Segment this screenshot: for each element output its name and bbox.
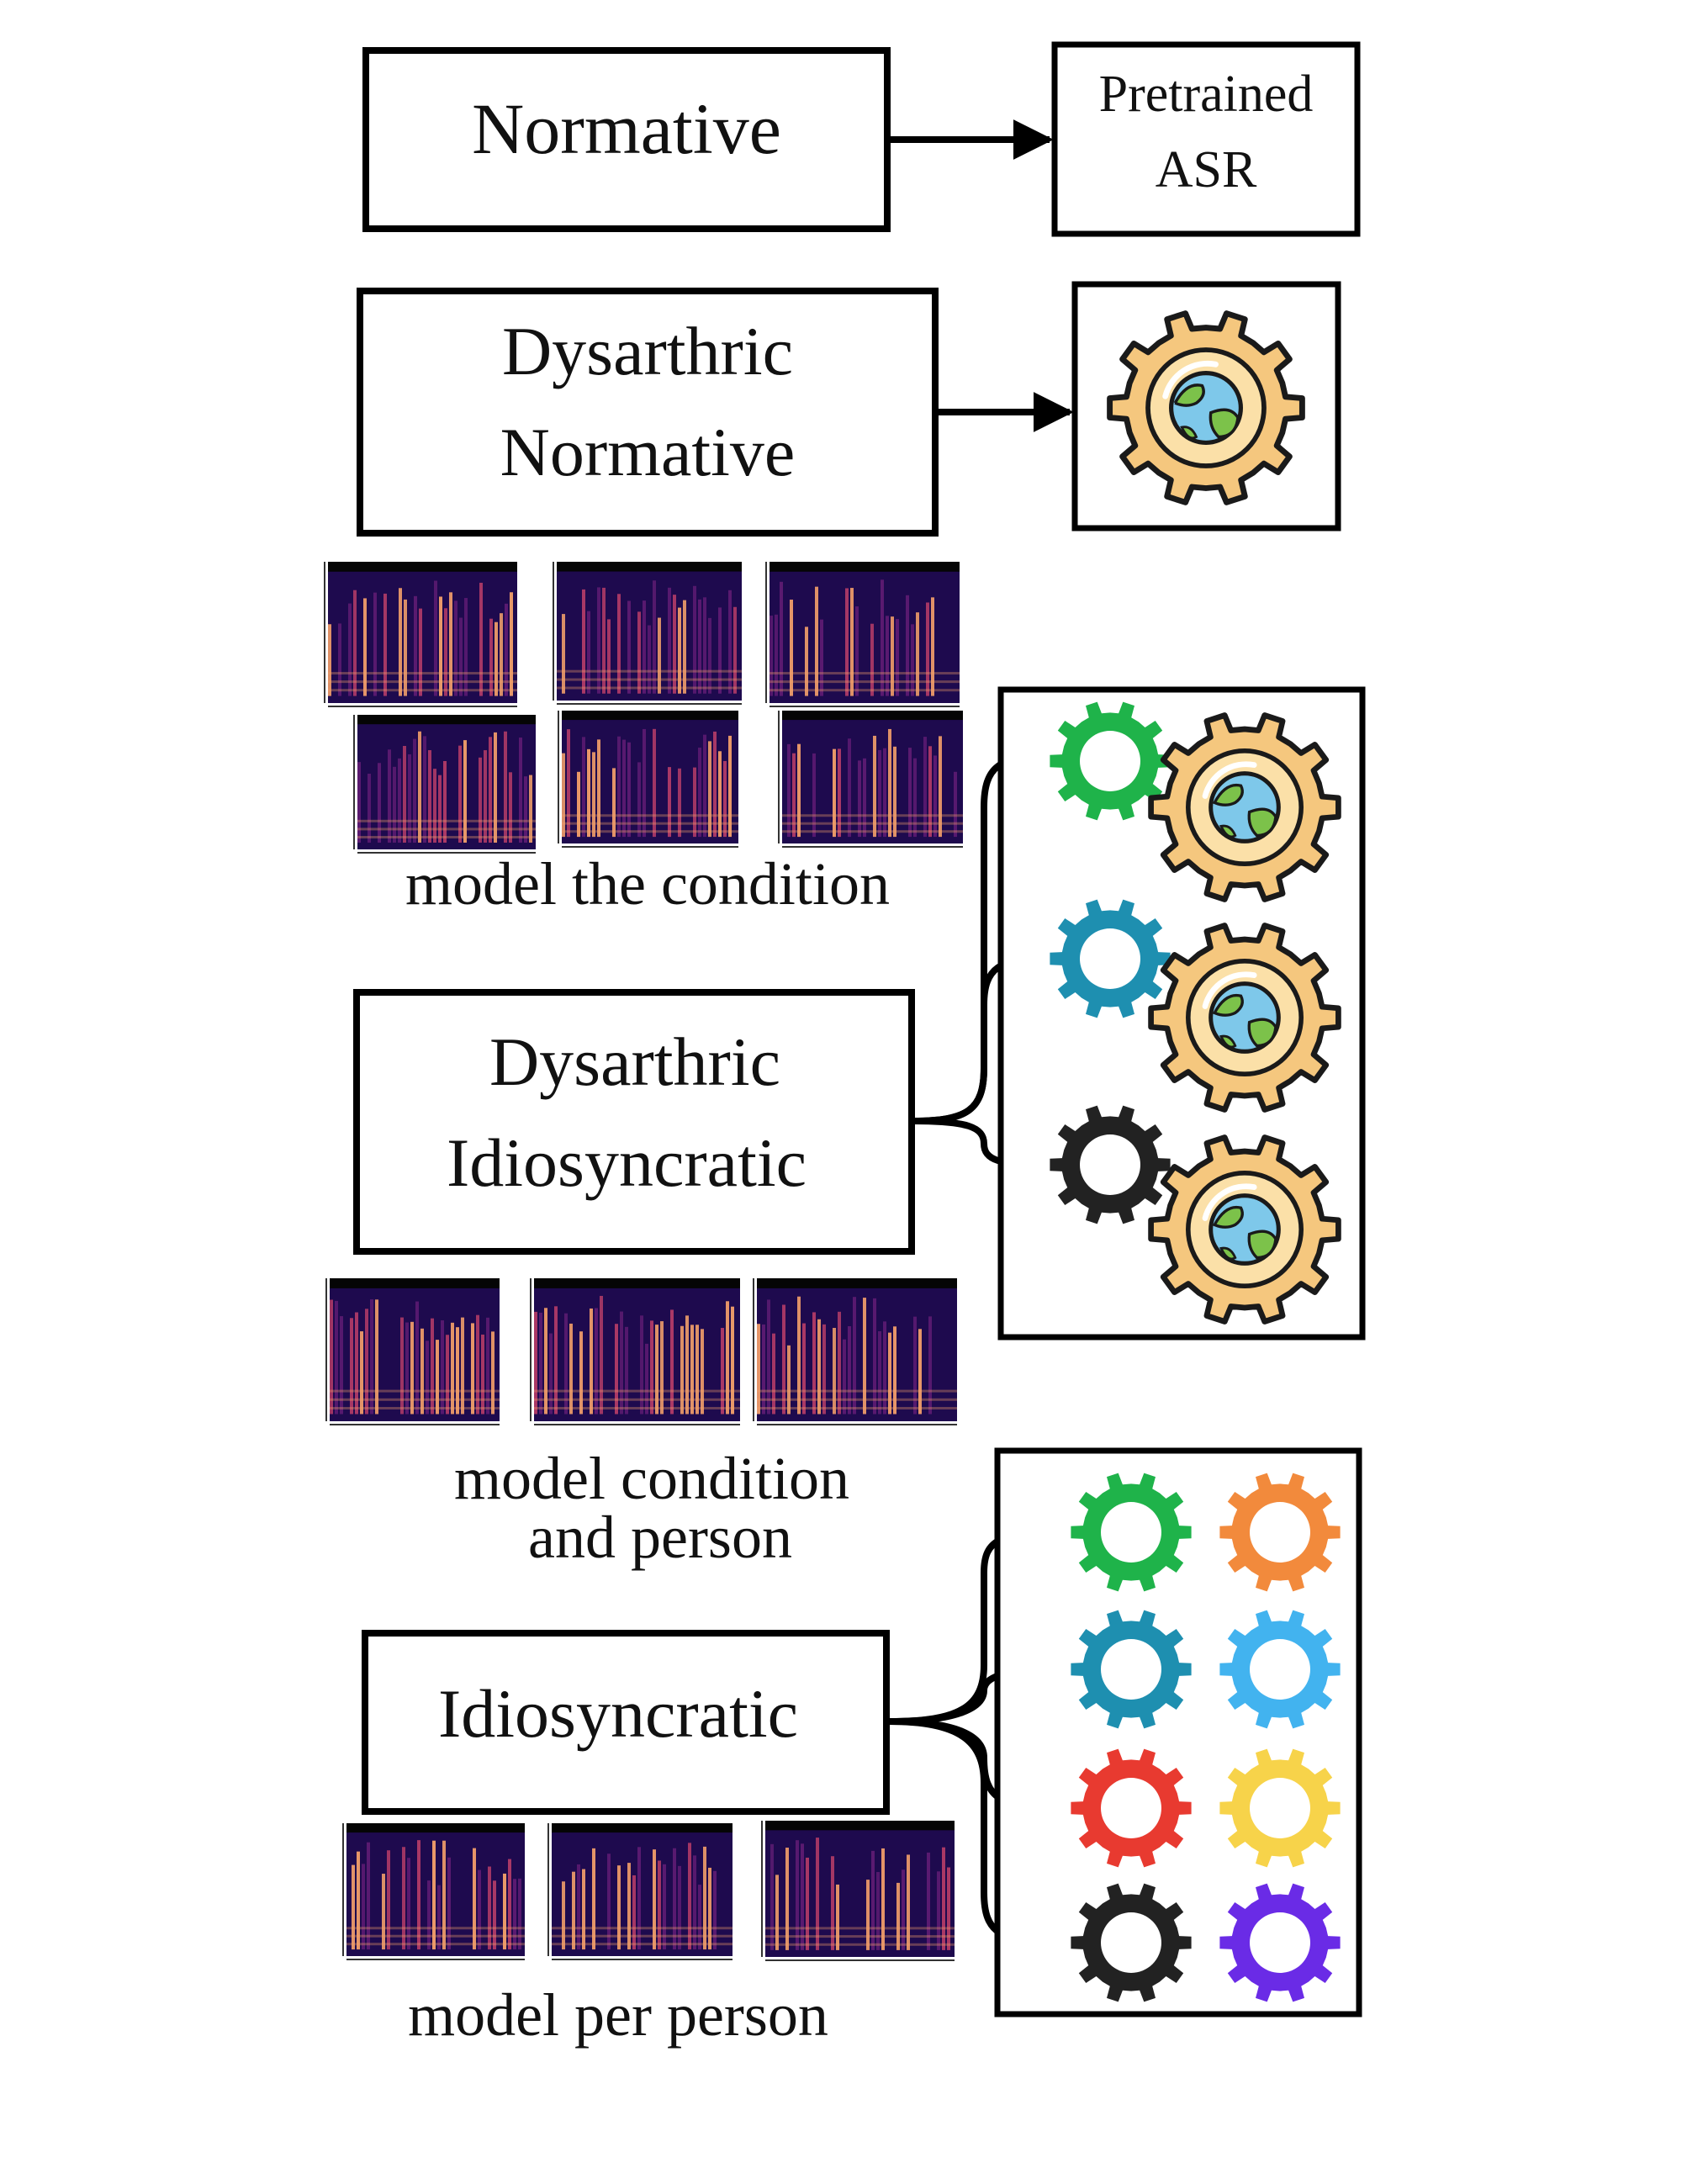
spectrogram-thumbnail <box>325 1278 500 1425</box>
globe-gear-icon <box>1107 310 1305 505</box>
caption-model-per-person: model per person <box>408 1981 828 2049</box>
idiosyncratic-box: Idiosyncratic <box>362 1630 890 1815</box>
gear-icon <box>1219 1883 1341 2002</box>
gear-icon <box>1219 1748 1341 1868</box>
globe-gear-box <box>1071 281 1341 531</box>
spectrogram-group-per-person <box>342 1821 955 1961</box>
pretrained-asr-box: Pretrained ASR <box>1051 41 1361 237</box>
globe-gear-icon <box>1148 923 1341 1113</box>
dysarthric-idiosyncratic-box: Dysarthric Idiosyncratic <box>353 989 915 1255</box>
spectrogram-thumbnail <box>530 1278 740 1425</box>
gears-panel-middle <box>997 686 1366 1341</box>
idiosyncratic-label: Idiosyncratic <box>447 1124 807 1201</box>
gear-icon <box>1050 1105 1171 1224</box>
caption-and-person: and person <box>528 1504 792 1571</box>
dysarthric-normative-box: Dysarthric Normative <box>357 288 939 537</box>
normative-label: Normative <box>472 88 781 169</box>
normative-box: Normative <box>362 47 891 232</box>
idiosyncratic-label: Idiosyncratic <box>438 1675 798 1752</box>
normative-label: Normative <box>500 414 796 490</box>
caption-model-the-condition: model the condition <box>405 850 890 917</box>
spectrogram-thumbnail <box>558 711 738 848</box>
spectrogram-thumbnail <box>761 1821 955 1961</box>
asr-label: ASR <box>1156 141 1257 198</box>
pretrained-label: Pretrained <box>1099 66 1314 123</box>
spectrogram-thumbnail <box>547 1823 733 1960</box>
bottom-gear-grid <box>1071 1473 1341 2002</box>
spectrogram-group-condition <box>324 562 963 854</box>
globe-gear-icon <box>1148 1134 1341 1325</box>
spectrogram-group-condition-person <box>325 1278 957 1425</box>
caption-model-condition: model condition <box>454 1445 849 1512</box>
globe-gear-icon <box>1148 712 1341 902</box>
gear-icon <box>1071 1610 1192 1729</box>
gear-icon <box>1071 1748 1192 1868</box>
spectrogram-thumbnail <box>353 715 536 854</box>
dysarthric-label: Dysarthric <box>502 313 793 389</box>
spectrogram-thumbnail <box>753 1278 957 1425</box>
spectrogram-thumbnail <box>778 711 963 848</box>
spectrogram-thumbnail <box>553 562 742 705</box>
gear-icon <box>1071 1883 1192 2002</box>
gear-icon <box>1050 701 1171 821</box>
spectrogram-thumbnail <box>765 562 960 707</box>
gear-icon <box>1219 1610 1341 1729</box>
globe-gear-icon <box>1107 310 1305 505</box>
spectrogram-thumbnail <box>324 562 517 707</box>
gear-icon <box>1219 1473 1341 1592</box>
middle-gear-stack <box>1050 701 1341 1325</box>
dysarthric-label: Dysarthric <box>489 1023 780 1100</box>
gear-icon <box>1071 1473 1192 1592</box>
gear-icon <box>1050 899 1171 1018</box>
gears-panel-bottom <box>994 1447 1362 2017</box>
spectrogram-thumbnail <box>342 1823 525 1960</box>
